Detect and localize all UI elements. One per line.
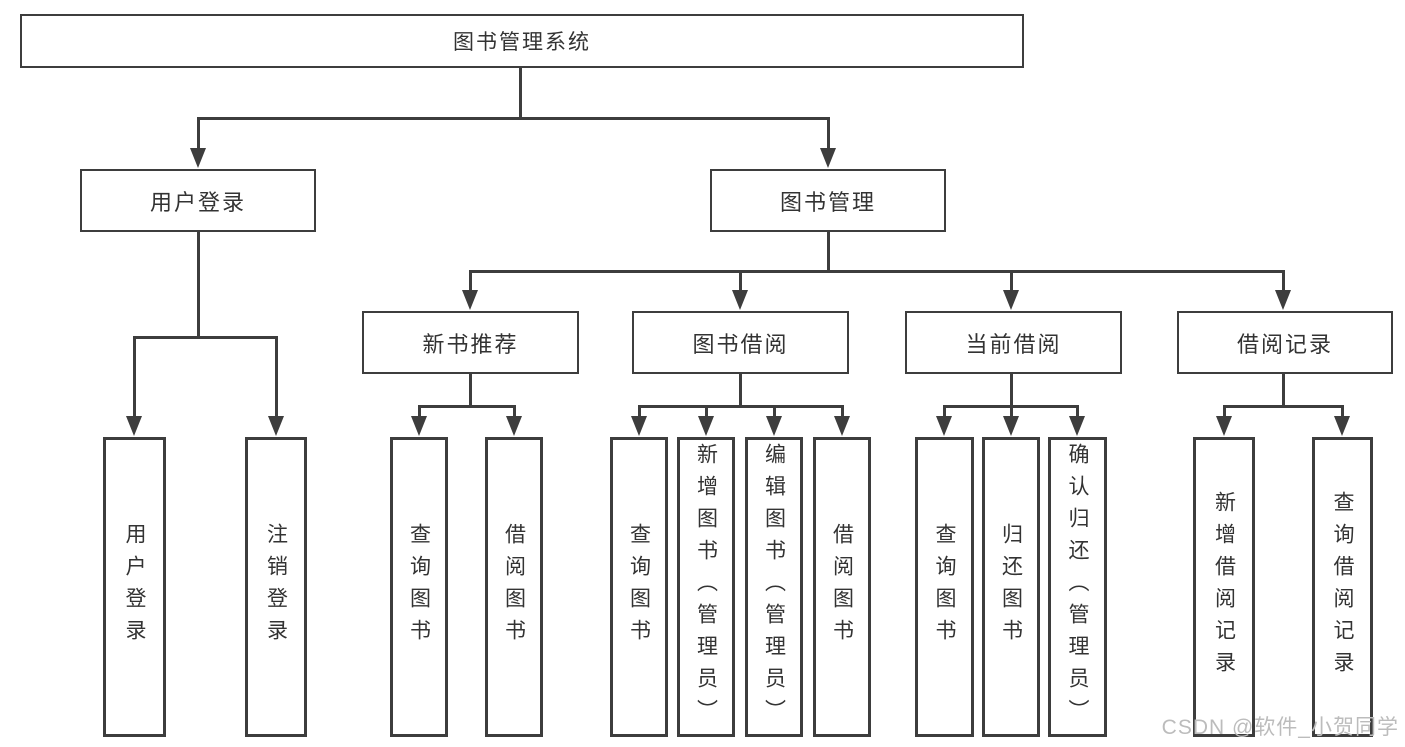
leaf-query-books-borrowing: 查询图书 — [610, 437, 668, 737]
node-borrowing-records: 借阅记录 — [1177, 311, 1393, 374]
arrow-down-icon — [126, 416, 142, 436]
arrow-down-icon — [820, 148, 836, 168]
arrow-down-icon — [1069, 416, 1085, 436]
arrow-down-icon — [766, 416, 782, 436]
arrow-down-icon — [936, 416, 952, 436]
arrow-down-icon — [631, 416, 647, 436]
connector-user-login-rail — [134, 336, 278, 339]
arrow-down-icon — [732, 290, 748, 310]
connector-level3-rail — [470, 270, 1285, 273]
connector-arrow-line — [1010, 270, 1013, 294]
node-book-management: 图书管理 — [710, 169, 946, 232]
connector-arrow-line — [1282, 270, 1285, 294]
node-library-system: 图书管理系统 — [20, 14, 1024, 68]
leaf-confirm-return-admin: 确认归还（管理员） — [1048, 437, 1107, 737]
connector-arrow-line — [638, 405, 641, 420]
arrow-down-icon — [1003, 416, 1019, 436]
arrow-down-icon — [268, 416, 284, 436]
node-book-borrowing: 图书借阅 — [632, 311, 849, 374]
connector-stub — [469, 374, 472, 408]
connector-arrow-line — [705, 405, 708, 420]
watermark: CSDN @软件_小贺同学 — [1161, 716, 1399, 739]
leaf-query-borrow-record: 查询借阅记录 — [1312, 437, 1373, 737]
arrow-down-icon — [1334, 416, 1350, 436]
connector-arrow-line — [418, 405, 421, 420]
leaf-borrow-books-recommend: 借阅图书 — [485, 437, 543, 737]
connector-arrow-line — [739, 270, 742, 294]
connector-arrow-line — [773, 405, 776, 420]
leaf-borrow-books-borrowing: 借阅图书 — [813, 437, 871, 737]
leaf-logout: 注销登录 — [245, 437, 307, 737]
connector-root-stub — [519, 68, 522, 117]
leaf-user-login: 用户登录 — [103, 437, 166, 737]
connector-rail — [419, 405, 516, 408]
connector-stub — [1010, 374, 1013, 408]
connector-rail — [1224, 405, 1344, 408]
arrow-down-icon — [462, 290, 478, 310]
connector-arrow-line — [197, 117, 200, 154]
leaf-edit-book-admin: 编辑图书（管理员） — [745, 437, 803, 737]
connector-stub — [1282, 374, 1285, 408]
leaf-add-borrow-record: 新增借阅记录 — [1193, 437, 1255, 737]
connector-arrow-line — [133, 336, 136, 420]
connector-book-mgmt-stub — [827, 232, 830, 273]
connector-arrow-line — [513, 405, 516, 420]
arrow-down-icon — [190, 148, 206, 168]
node-current-borrowing: 当前借阅 — [905, 311, 1122, 374]
leaf-add-book-admin: 新增图书（管理员） — [677, 437, 735, 737]
arrow-down-icon — [1003, 290, 1019, 310]
connector-user-login-stub — [197, 232, 200, 339]
connector-level2-rail — [197, 117, 830, 120]
connector-arrow-line — [827, 117, 830, 154]
arrow-down-icon — [506, 416, 522, 436]
connector-stub — [739, 374, 742, 408]
connector-arrow-line — [943, 405, 946, 420]
arrow-down-icon — [698, 416, 714, 436]
arrow-down-icon — [411, 416, 427, 436]
connector-arrow-line — [1341, 405, 1344, 420]
connector-arrow-line — [1010, 405, 1013, 420]
connector-arrow-line — [841, 405, 844, 420]
connector-arrow-line — [275, 336, 278, 420]
connector-arrow-line — [1076, 405, 1079, 420]
leaf-return-book: 归还图书 — [982, 437, 1040, 737]
node-user-login: 用户登录 — [80, 169, 316, 232]
arrow-down-icon — [1216, 416, 1232, 436]
connector-arrow-line — [1223, 405, 1226, 420]
arrow-down-icon — [834, 416, 850, 436]
node-new-book-recommendation: 新书推荐 — [362, 311, 579, 374]
arrow-down-icon — [1275, 290, 1291, 310]
leaf-query-books-recommend: 查询图书 — [390, 437, 448, 737]
connector-arrow-line — [469, 270, 472, 294]
leaf-query-books-current: 查询图书 — [915, 437, 974, 737]
connector-rail — [639, 405, 843, 408]
